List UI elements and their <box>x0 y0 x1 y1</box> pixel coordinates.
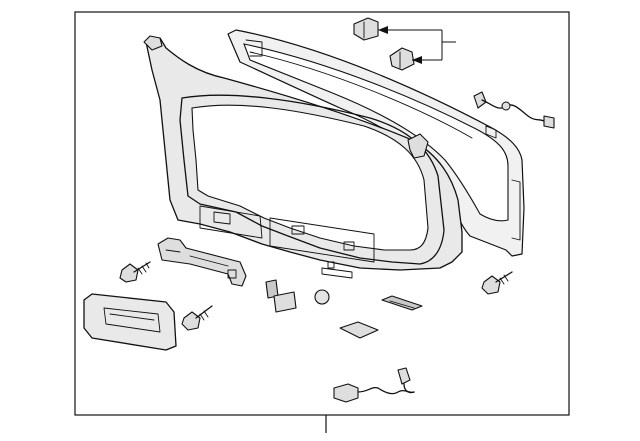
bolt-right <box>481 271 513 295</box>
clip-upper <box>353 17 379 41</box>
foam-pad-lower <box>339 321 379 339</box>
mounting-bracket <box>157 237 247 287</box>
clip-lower <box>389 47 415 71</box>
wire-harness-upper <box>473 91 555 129</box>
bolt-left <box>119 261 151 283</box>
round-plug <box>314 289 330 305</box>
wire-harness-lower <box>333 367 415 403</box>
small-pad <box>265 279 297 313</box>
pull-handle <box>83 293 177 351</box>
inner-trim-panel <box>143 35 463 279</box>
clip-callout <box>378 26 456 64</box>
label-strip <box>381 295 423 311</box>
upper-trim-panel <box>227 29 525 257</box>
bolt-center <box>181 305 213 331</box>
